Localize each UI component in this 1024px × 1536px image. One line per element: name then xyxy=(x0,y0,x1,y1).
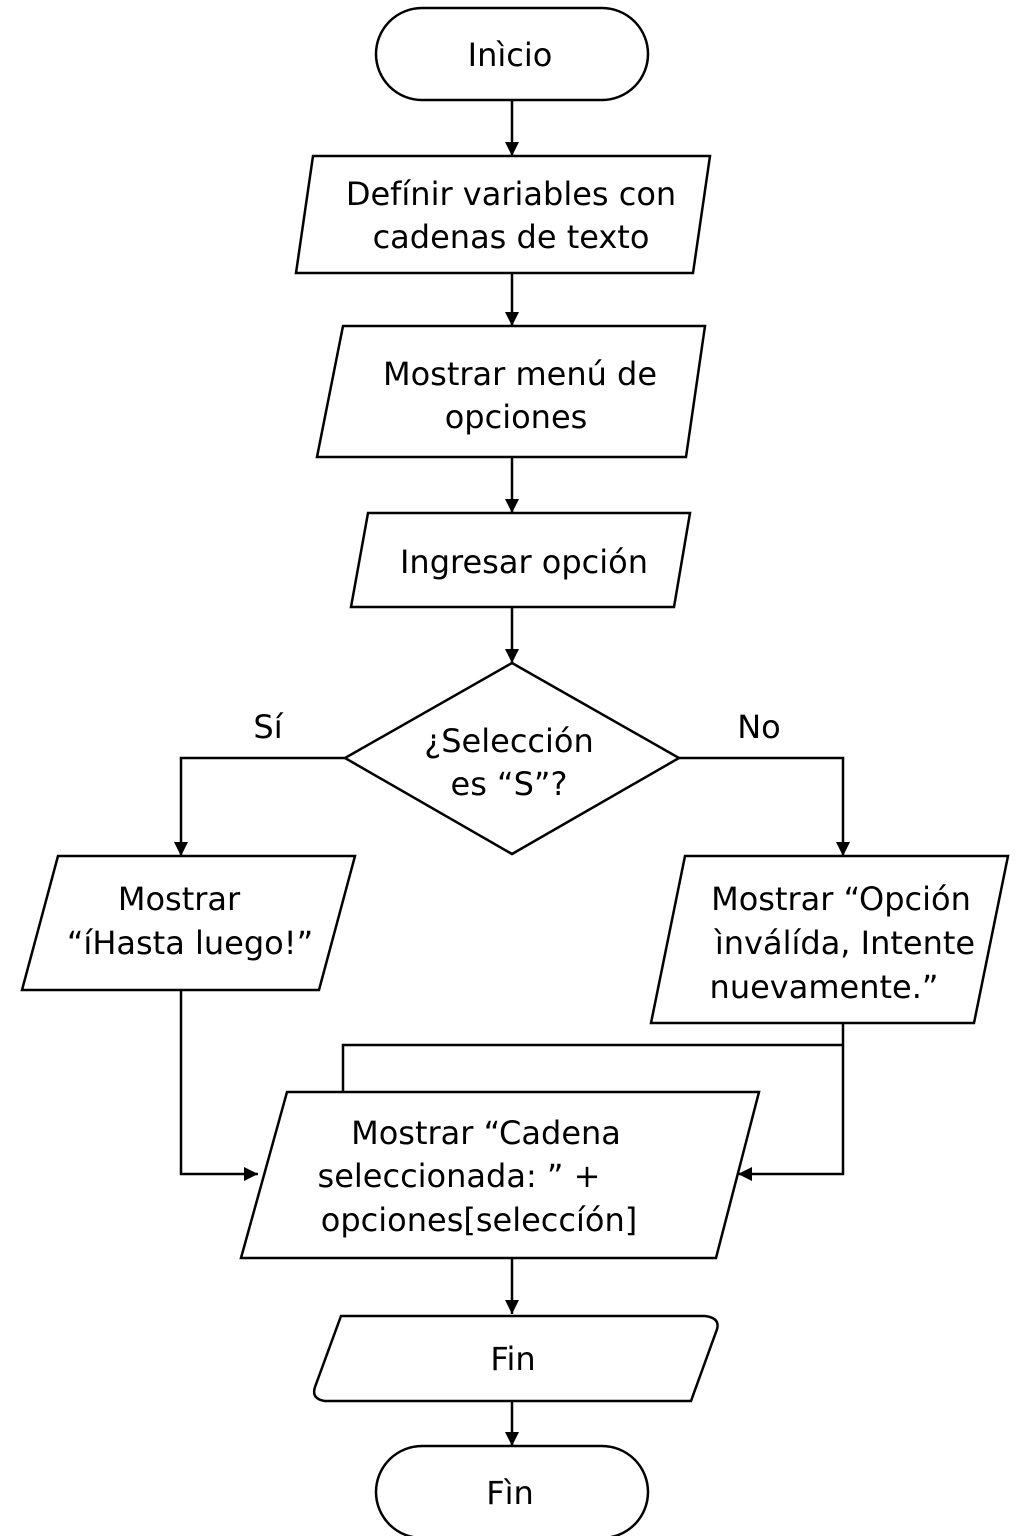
node-decision-line-1: ¿Selección xyxy=(424,722,594,760)
edge-decision-yes xyxy=(174,756,345,856)
edge-decision-no xyxy=(679,756,850,856)
node-cadena: Mostrar “Cadena seleccionada: ” + opcion… xyxy=(239,1090,761,1260)
node-definir: Defínir variables con cadenas de texto xyxy=(294,154,712,275)
node-invalida-line-3: nuevamente.” xyxy=(710,968,939,1006)
edge-label-no: No xyxy=(737,708,781,746)
node-inicio: Inìcio xyxy=(374,6,650,102)
node-fin-label: Fìn xyxy=(486,1474,534,1512)
edge-hasta-luego-cadena xyxy=(179,990,258,1181)
edge-label-yes: Sí xyxy=(253,708,283,746)
node-fin-io: Fin xyxy=(312,1314,719,1403)
edges xyxy=(174,100,850,1446)
node-decision-line-2: es “S”? xyxy=(451,765,568,803)
node-invalida-line-1: Mostrar “Opción xyxy=(711,880,971,918)
node-ingresar-label: Ingresar opción xyxy=(400,543,648,581)
node-ingresar: Ingresar opción xyxy=(349,511,692,609)
edge-loop-top xyxy=(341,1043,843,1092)
node-hasta-luego-line-1: Mostrar xyxy=(118,880,241,918)
node-hasta-luego: Mostrar “íHasta luego!” xyxy=(20,854,357,992)
node-mostrar-menu-line-1: Mostrar menú de xyxy=(383,355,657,393)
node-cadena-line-1: Mostrar “Cadena xyxy=(351,1114,621,1152)
node-mostrar-menu-line-2: opciones xyxy=(445,398,588,436)
node-cadena-line-3: opciones[seleccíón] xyxy=(321,1201,637,1239)
node-definir-line-1: Defínir variables con xyxy=(346,175,676,213)
node-hasta-luego-line-2: “íHasta luego!” xyxy=(67,924,313,962)
node-invalida: Mostrar “Opción ìnválída, Intente nuevam… xyxy=(649,854,1010,1025)
node-fin-io-label: Fin xyxy=(490,1340,535,1378)
node-cadena-line-2: seleccionada: ” + xyxy=(318,1157,601,1195)
node-mostrar-menu: Mostrar menú de opciones xyxy=(315,324,707,459)
node-inicio-label: Inìcio xyxy=(468,36,553,74)
node-fin: Fìn xyxy=(374,1444,650,1536)
edge-invalida-cadena xyxy=(738,1023,845,1181)
node-definir-line-2: cadenas de texto xyxy=(373,218,650,256)
node-decision: ¿Selección es “S”? xyxy=(342,661,682,856)
node-invalida-line-2: ìnválída, Intente xyxy=(714,924,975,962)
